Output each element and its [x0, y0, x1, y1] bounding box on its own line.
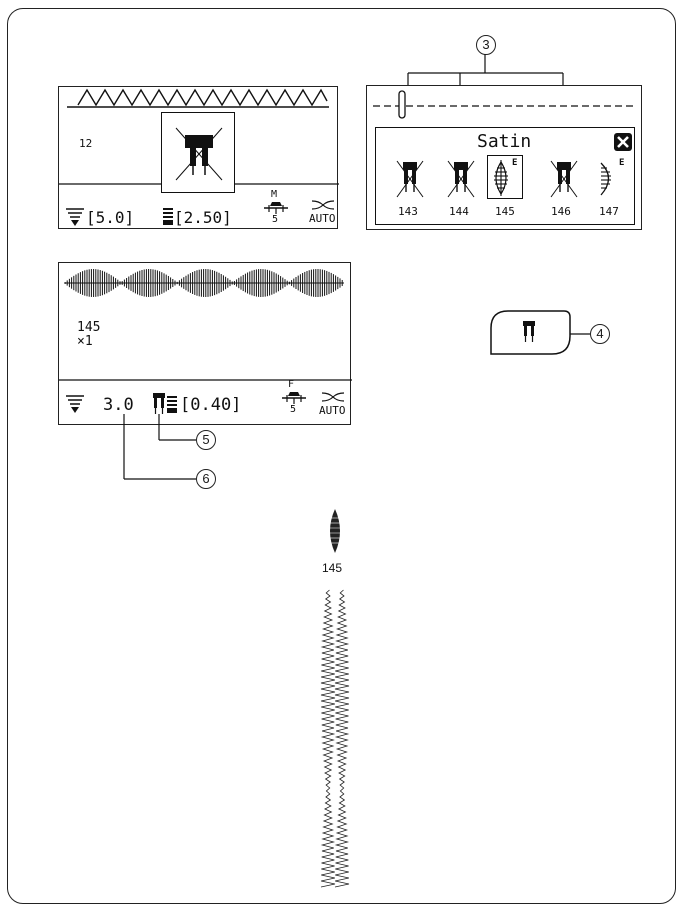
satin-pattern-icon	[325, 508, 345, 554]
callout-5: 5	[196, 430, 216, 450]
callout-4: 4	[590, 324, 610, 344]
sewn-stitch-sample	[300, 590, 370, 890]
callout-4-leader	[0, 0, 683, 400]
sample-pattern-number: 145	[322, 562, 342, 574]
callout-6: 6	[196, 469, 216, 489]
